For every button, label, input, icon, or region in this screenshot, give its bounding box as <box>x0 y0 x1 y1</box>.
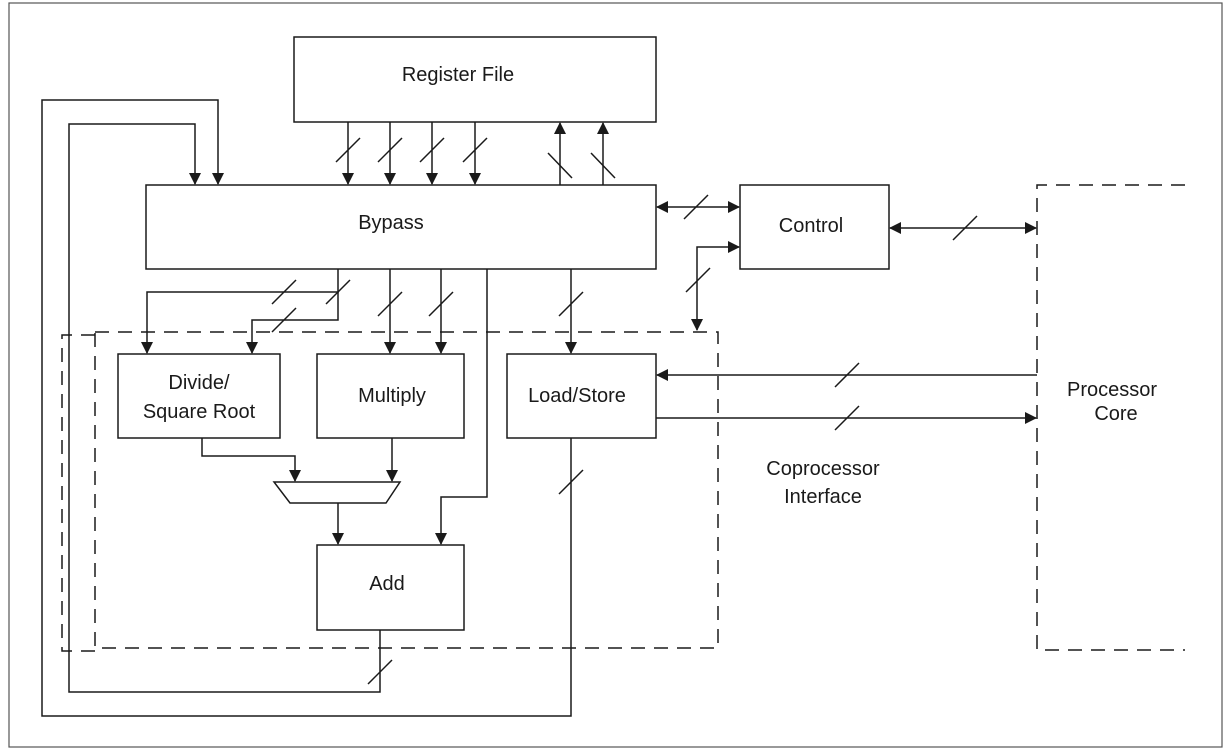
coprocessor-label: Coprocessor <box>766 458 880 480</box>
bypass-to-add <box>435 269 488 545</box>
bus-width-mark <box>834 362 860 388</box>
add-feedback-loop <box>68 123 381 693</box>
bus-width-mark <box>462 137 488 163</box>
bus-width-mark <box>558 469 584 495</box>
bus-width-mark <box>367 659 393 685</box>
bus-width-mark <box>952 215 978 241</box>
processor-core-region <box>1036 184 1185 651</box>
bus-width-mark <box>325 279 351 305</box>
bypass-block: Bypass <box>145 184 657 270</box>
register-file-label: Register File <box>402 64 514 86</box>
coprocessor-interface-region <box>94 331 719 649</box>
control-label: Control <box>779 215 843 237</box>
bus-width-mark <box>558 291 584 317</box>
multiply-label: Multiply <box>358 385 426 407</box>
bus-width-mark <box>271 307 297 333</box>
square-root-label: Square Root <box>143 401 256 423</box>
bypass-label: Bypass <box>358 212 424 234</box>
outer-frame <box>8 2 1223 748</box>
add-block: Add <box>316 544 465 631</box>
core-label: Core <box>1094 403 1137 425</box>
bypass-to-divide-b <box>246 292 339 354</box>
load-store-label: Load/Store <box>528 385 626 407</box>
control-block: Control <box>739 184 890 270</box>
multiply-block: Multiply <box>316 353 465 439</box>
bus-width-mark <box>377 137 403 163</box>
bus-width-mark <box>271 279 297 305</box>
divide-square-root-block: Divide/ Square Root <box>117 353 281 439</box>
divide-to-mux <box>201 438 301 482</box>
control-interface-link <box>691 241 740 331</box>
bypass-to-divide-a <box>141 269 339 354</box>
bus-width-mark <box>377 291 403 317</box>
bus-width-mark <box>419 137 445 163</box>
feedback-region-edge <box>61 334 95 652</box>
add-label: Add <box>369 573 405 595</box>
interface-label: Interface <box>784 486 862 508</box>
load-store-feedback-loop <box>41 99 572 717</box>
processor-label: Processor <box>1067 379 1157 401</box>
bus-width-mark <box>335 137 361 163</box>
bus-width-mark <box>590 152 616 179</box>
bus-width-mark <box>428 291 454 317</box>
register-file-block: Register File <box>293 36 657 123</box>
bus-width-mark <box>683 194 709 220</box>
bus-width-mark <box>834 405 860 431</box>
load-store-block: Load/Store <box>506 353 657 439</box>
bus-width-mark <box>547 152 573 179</box>
mux-shape <box>272 481 402 504</box>
bus-width-mark <box>685 267 711 293</box>
divide-label: Divide/ <box>168 372 230 394</box>
